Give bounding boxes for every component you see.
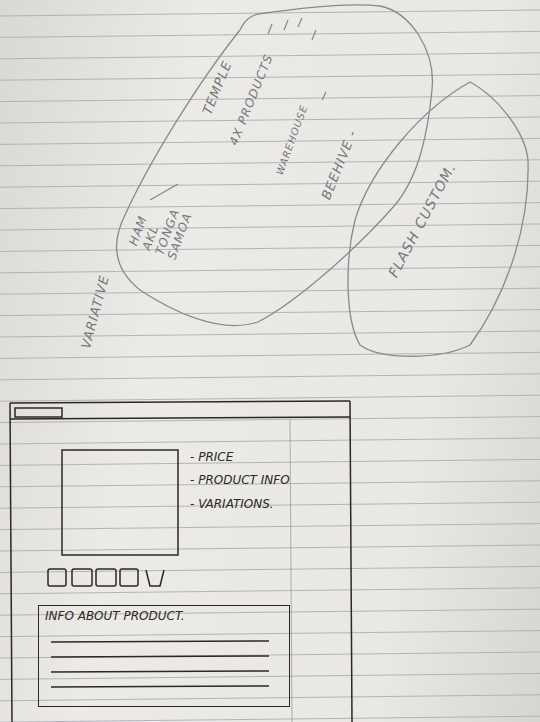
handwritten-note: WAREHOUSE bbox=[274, 103, 310, 176]
bullet-item: - PRODUCT INFO bbox=[190, 474, 290, 488]
pencil-marks bbox=[150, 18, 326, 200]
handwritten-note: INFO ABOUT PRODUCT. bbox=[45, 610, 185, 624]
thumbnail bbox=[72, 569, 92, 586]
ruled-line bbox=[0, 96, 540, 102]
handwritten-note: FLASH CUSTOM. bbox=[385, 160, 459, 280]
text-placeholder-line bbox=[51, 671, 269, 672]
text-placeholder-line bbox=[51, 641, 269, 642]
ruled-line bbox=[0, 524, 540, 530]
ruled-line bbox=[0, 438, 540, 444]
info-box: INFO ABOUT PRODUCT. bbox=[38, 605, 290, 707]
bullet-item: - VARIATIONS. bbox=[190, 498, 274, 512]
handwritten-note: HAM AKL TONGA SAMOA bbox=[127, 194, 197, 262]
ruled-line bbox=[0, 31, 540, 37]
ruled-line bbox=[0, 374, 540, 380]
thumbnail bbox=[48, 569, 66, 586]
thumbnail-partial bbox=[146, 570, 164, 586]
ruled-line bbox=[0, 631, 540, 637]
handwritten-note: BEEHIVE - bbox=[319, 128, 361, 202]
handwritten-note: 4X PRODUCTS bbox=[227, 52, 276, 147]
ruled-line bbox=[0, 267, 540, 273]
tick-mark bbox=[284, 20, 288, 30]
dash-mark bbox=[150, 184, 178, 200]
tick-mark bbox=[298, 18, 302, 27]
thumbnail bbox=[96, 569, 116, 586]
ruled-line bbox=[0, 395, 540, 401]
blob-outline bbox=[340, 75, 535, 365]
tick-mark bbox=[268, 24, 272, 34]
ruled-line bbox=[0, 10, 540, 16]
sketch-blob: FLASH CUSTOM. bbox=[340, 75, 535, 365]
ruled-line bbox=[0, 160, 540, 166]
ruled-line bbox=[0, 695, 540, 701]
ruled-line bbox=[0, 716, 540, 722]
ruled-line bbox=[0, 545, 540, 551]
ruled-line bbox=[0, 224, 540, 230]
image-box bbox=[62, 450, 178, 555]
faint-guide bbox=[290, 420, 292, 722]
text-placeholder-line bbox=[51, 656, 269, 657]
ruled-line bbox=[0, 652, 540, 658]
text-placeholder-line bbox=[51, 686, 269, 687]
ruled-line bbox=[0, 245, 540, 251]
margin-note: VARIATIVE bbox=[79, 274, 113, 351]
window-right bbox=[350, 401, 352, 722]
ruled-line bbox=[0, 138, 540, 144]
handwritten-note: TEMPLE bbox=[200, 59, 235, 117]
ruled-line bbox=[0, 352, 540, 358]
window-top bbox=[10, 401, 350, 403]
ruled-line bbox=[0, 288, 540, 294]
ruled-line bbox=[0, 459, 540, 465]
blob-outline bbox=[348, 82, 528, 356]
ruled-lines bbox=[0, 10, 540, 722]
browser-wireframe bbox=[10, 401, 352, 722]
address-bar bbox=[15, 408, 62, 417]
bullet-item: - PRICE bbox=[190, 451, 233, 465]
ruled-line bbox=[0, 117, 540, 123]
thumbnail bbox=[120, 569, 138, 586]
sketch-blob: TEMPLE4X PRODUCTSWAREHOUSEBEEHIVE - HAM A… bbox=[100, 0, 440, 332]
blob-outline bbox=[100, 0, 440, 332]
ruled-line bbox=[0, 417, 540, 423]
ruled-line bbox=[0, 181, 540, 187]
ruled-line bbox=[0, 588, 540, 594]
ruled-line bbox=[0, 203, 540, 209]
tick-mark bbox=[312, 30, 316, 40]
ruled-line bbox=[0, 74, 540, 80]
blob-outline bbox=[117, 5, 433, 326]
window-left bbox=[10, 403, 12, 722]
tick-mark bbox=[322, 92, 326, 100]
ruled-line bbox=[0, 673, 540, 679]
